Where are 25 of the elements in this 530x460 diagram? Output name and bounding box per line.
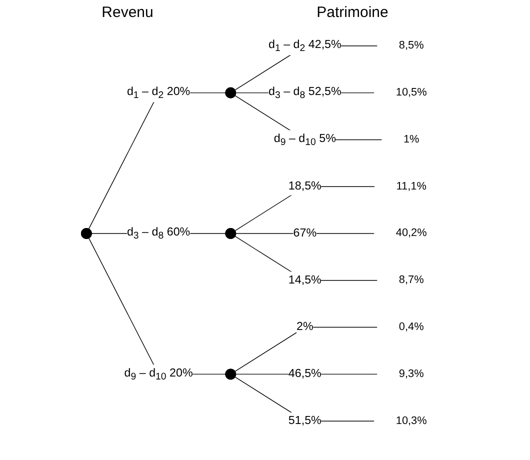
node-text: 9,3%	[398, 367, 424, 380]
connector	[235, 233, 374, 234]
node-text: 8,7%	[398, 274, 424, 286]
node-text: 10,5%	[396, 86, 427, 98]
node-text: 8,5%	[398, 39, 424, 52]
node-text: 1%	[403, 132, 420, 146]
edge-label: 14,5%	[288, 274, 322, 286]
edge-label: 51,5%	[288, 414, 322, 427]
node-text: 40,2%	[396, 226, 427, 240]
node-text: 10,3%	[396, 414, 427, 427]
edge-label: 2%	[296, 320, 314, 334]
edge-label: d$_{3}$ – d$_{8}$ 52,5%	[268, 85, 342, 100]
edge-label: 67%	[293, 226, 317, 240]
edge-label: d$_{1}$ – d$_{2}$ 20%	[126, 85, 190, 100]
edge-label: d$_{9}$ – d$_{10}$ 5%	[274, 132, 336, 148]
node-text: 11,1%	[396, 180, 426, 192]
edge-label: 46,5%	[288, 368, 322, 380]
node-text: 0,4%	[398, 320, 424, 333]
connector	[234, 326, 378, 372]
edge-label: d$_{1}$ – d$_{2}$ 42,5%	[268, 38, 342, 54]
edge-label: d$_{9}$ – d$_{10}$ 20%	[124, 366, 193, 382]
edge-label: 18,5%	[288, 180, 322, 192]
edge-label: d$_{3}$ – d$_{8}$ 60%	[126, 226, 190, 241]
column-heading: Revenu	[102, 4, 154, 21]
column-heading: Patrimoine	[316, 4, 388, 21]
